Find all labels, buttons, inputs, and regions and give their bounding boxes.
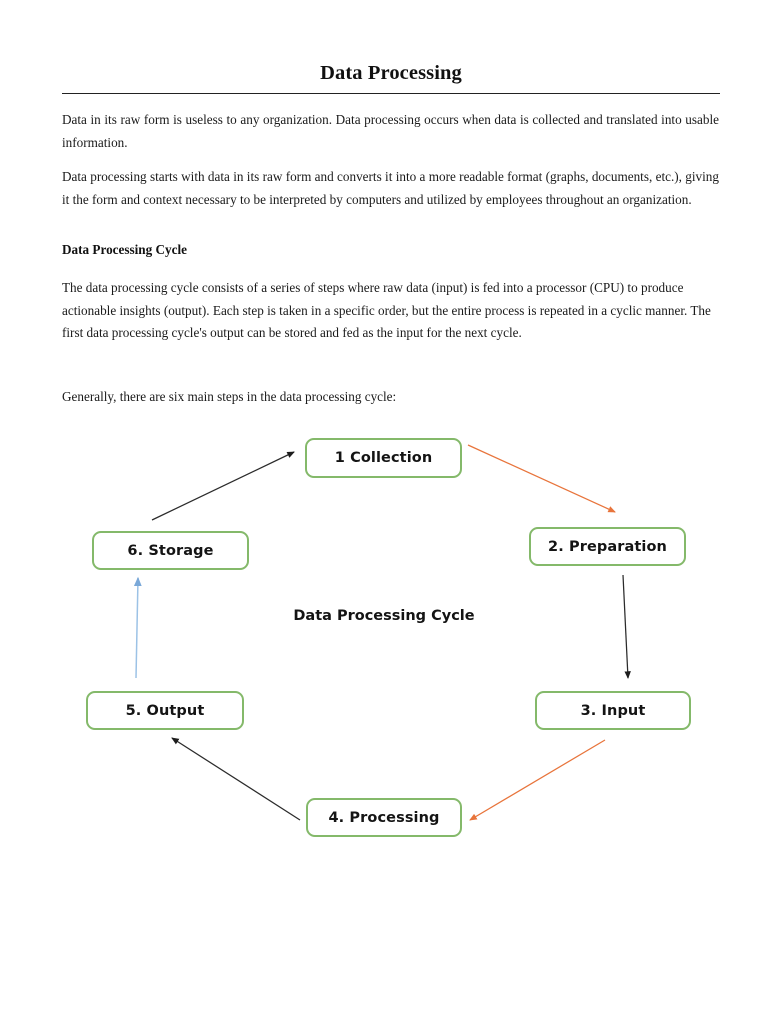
- node-preparation-label: 2. Preparation: [548, 538, 667, 555]
- node-storage[interactable]: 6. Storage: [92, 531, 249, 570]
- paragraph-starts: Data processing starts with data in its …: [62, 169, 719, 207]
- arrow-processing-to-output: [171, 737, 301, 821]
- node-collection-label: 1 Collection: [334, 450, 433, 466]
- paragraph-lead-in: Generally, there are six main steps in t…: [62, 389, 397, 404]
- arrow-output-to-storage: [133, 576, 142, 679]
- arrow-collection-to-preparation: [467, 444, 616, 513]
- node-output[interactable]: 5. Output: [86, 691, 244, 730]
- node-collection[interactable]: 1 Collection: [305, 438, 462, 478]
- node-processing-label: 4. Processing: [328, 809, 440, 826]
- section-heading-cycle: Data Processing Cycle: [62, 242, 188, 257]
- node-input-label: 3. Input: [580, 702, 646, 719]
- node-processing[interactable]: 4. Processing: [306, 798, 462, 837]
- data-processing-cycle-diagram: 1 Collection 2. Preparation 3. Input 4. …: [0, 420, 768, 860]
- diagram-center-label: Data Processing Cycle: [293, 608, 475, 624]
- node-preparation[interactable]: 2. Preparation: [529, 527, 686, 566]
- arrow-input-to-processing: [469, 739, 606, 821]
- diagram-arrows-layer: [133, 444, 631, 821]
- arrow-preparation-to-input: [622, 574, 631, 679]
- page-title: Data Processing: [320, 62, 462, 84]
- paragraph-cycle-description: The data processing cycle consists of a …: [62, 280, 711, 341]
- node-input[interactable]: 3. Input: [535, 691, 691, 730]
- title-divider: [62, 93, 720, 94]
- node-output-label: 5. Output: [125, 702, 205, 719]
- node-storage-label: 6. Storage: [127, 542, 214, 559]
- arrow-storage-to-collection: [151, 451, 295, 521]
- paragraph-intro: Data in its raw form is useless to any o…: [62, 112, 719, 150]
